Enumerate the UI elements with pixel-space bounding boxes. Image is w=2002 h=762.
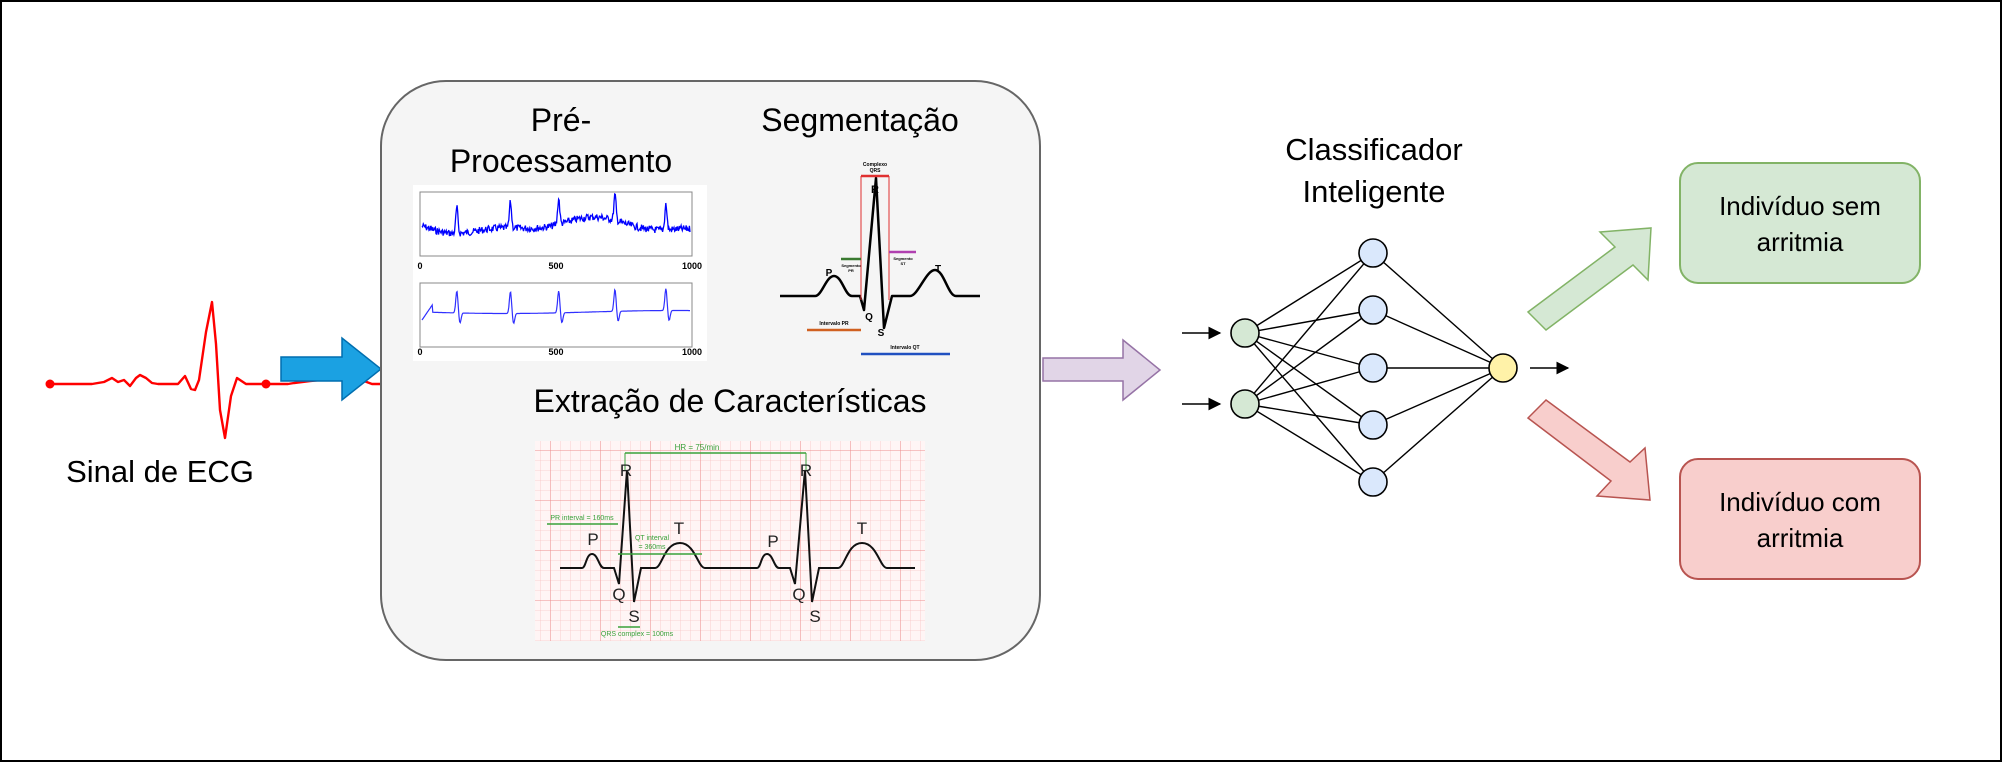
arrhythmia-line2: arritmia (1757, 523, 1844, 553)
ext-wave-q2: Q (792, 585, 805, 604)
seg-wave-r: R (871, 184, 879, 196)
qt-interval-label: Intervalo QT (890, 345, 919, 351)
extraction-ecg-figure: HR = 75/min PR interval = 160ms QT inter… (535, 441, 925, 641)
nn-edge-h2-out (1372, 309, 1504, 369)
nn-output-node (1488, 353, 1518, 383)
ecg-input-label: Sinal de ECG (66, 454, 254, 489)
pr-segment-label-line1: Segmento (841, 263, 861, 268)
pr-segment-label-line2: PR (848, 268, 854, 273)
nn-edge-h1-out (1372, 252, 1504, 369)
nn-hidden-node-5 (1358, 467, 1388, 497)
pr-interval-label: Intervalo PR (819, 321, 849, 327)
nn-edge-in2-h3 (1244, 367, 1374, 405)
qrs-duration-value: QRS complex = 100ms (601, 631, 674, 638)
no-arrhythmia-line1: Indivíduo sem (1719, 191, 1881, 221)
raw-signal-trace (421, 192, 691, 238)
nn-edge-h5-out (1372, 367, 1504, 483)
raw-plot-tick-500: 500 (548, 261, 563, 271)
nn-edge-in2-h5 (1244, 403, 1374, 483)
ecg-signal-start-dot (45, 379, 55, 389)
ext-wave-p2: P (767, 532, 778, 551)
no-arrhythmia-box (1679, 162, 1921, 284)
nn-input-node-1 (1230, 318, 1260, 348)
ext-wave-q1: Q (612, 585, 625, 604)
filtered-plot-tick-0: 0 (417, 347, 422, 357)
classifier-label-line1: Classificador (1285, 132, 1462, 167)
segmented-heartbeat-trace (780, 176, 980, 330)
ext-wave-p1: P (587, 530, 598, 549)
arrhythmia-line1: Indivíduo com (1719, 487, 1881, 517)
arrow-to-no-arrhythmia (1526, 227, 1652, 331)
qt-interval-value-line1: QT interval (635, 535, 670, 542)
qrs-complex-label-line1: Complexo (863, 162, 887, 168)
seg-wave-q: Q (865, 312, 873, 323)
ext-wave-s1: S (628, 607, 639, 626)
nn-edge-in1-h4 (1244, 332, 1374, 426)
extraction-label: Extração de Características (533, 383, 926, 419)
input-arrow (280, 336, 383, 402)
nn-edge-in1-h5 (1244, 332, 1374, 483)
nn-hidden-node-4 (1358, 410, 1388, 440)
nn-edge-in2-h1 (1244, 252, 1374, 405)
classifier-label-line2: Inteligente (1302, 174, 1445, 209)
nn-edge-in1-h3 (1244, 332, 1374, 369)
seg-wave-t: T (935, 264, 941, 275)
ecg-signal-end-dot (261, 379, 271, 389)
st-segment-label-line1: Segmento (893, 256, 913, 261)
nn-hidden-node-3 (1358, 353, 1388, 383)
nn-edge-h4-out (1372, 367, 1504, 426)
neural-network (1182, 238, 1570, 497)
qrs-complex-label-line2: QRS (870, 168, 882, 174)
hr-label: HR = 75/min (675, 443, 720, 452)
nn-edge-in1-h2 (1244, 309, 1374, 334)
preprocessing-label-line2: Processamento (450, 143, 672, 179)
seg-wave-s: S (878, 328, 885, 339)
annotated-ecg-trace (560, 469, 915, 603)
preprocessing-plots: 0 500 1000 0 500 1000 (413, 185, 707, 361)
no-arrhythmia-line2: arritmia (1757, 227, 1844, 257)
nn-edge-in2-h2 (1244, 309, 1374, 405)
arrow-to-arrhythmia (1526, 399, 1651, 501)
ext-wave-t2: T (857, 519, 867, 538)
filtered-signal-plot-frame (419, 282, 693, 348)
nn-edge-in2-h4 (1244, 403, 1374, 426)
preprocessing-label-line1: Pré- (531, 102, 591, 138)
neural-network-edges (1244, 252, 1504, 483)
nn-input-node-2 (1230, 389, 1260, 419)
segmentation-label: Segmentação (761, 102, 958, 138)
ext-wave-t1: T (674, 519, 684, 538)
st-segment-label-line2: ST (900, 261, 906, 266)
nn-hidden-node-2 (1358, 295, 1388, 325)
classifier-arrow (1042, 338, 1162, 402)
filtered-plot-tick-500: 500 (548, 347, 563, 357)
qt-interval-value-line2: = 360ms (638, 544, 666, 551)
ext-wave-s2: S (809, 607, 820, 626)
raw-plot-tick-1000: 1000 (682, 261, 702, 271)
nn-edge-in1-h1 (1244, 252, 1374, 334)
nn-hidden-node-1 (1358, 238, 1388, 268)
raw-plot-tick-0: 0 (417, 261, 422, 271)
ext-wave-r2: R (800, 461, 812, 480)
segmentation-figure: Complexo QRS Segmento PR Segmento ST Int… (780, 162, 980, 356)
filtered-signal-trace (421, 288, 690, 325)
seg-wave-p: P (826, 268, 833, 279)
pr-interval-value: PR interval = 160ms (550, 515, 614, 522)
arrhythmia-box (1679, 458, 1921, 580)
filtered-plot-tick-1000: 1000 (682, 347, 702, 357)
ext-wave-r1: R (620, 461, 632, 480)
